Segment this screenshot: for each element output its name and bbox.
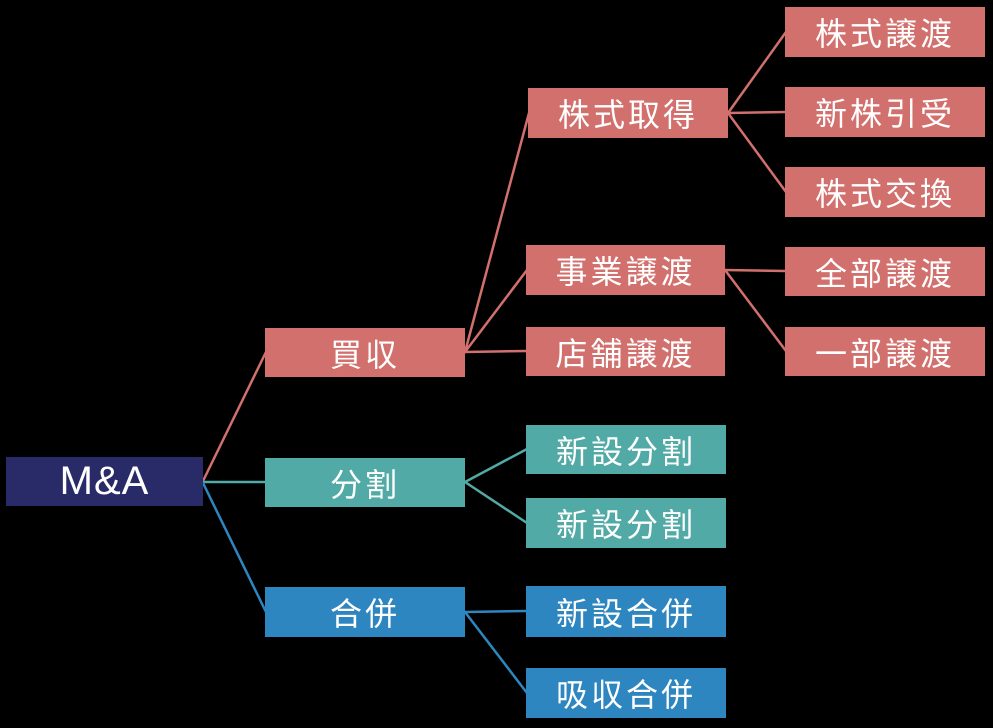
node-stock-swap: 株式交換 xyxy=(785,167,985,217)
edge-stock-acquisition-stock-transfer xyxy=(726,30,788,115)
edge-acquisition-store-transfer xyxy=(463,349,529,354)
node-incorporation-split-1-label: 新設分割 xyxy=(555,433,696,470)
node-new-share-allotment: 新株引受 xyxy=(785,87,985,137)
node-stock-swap-label: 株式交換 xyxy=(814,176,955,212)
node-split-label: 分割 xyxy=(329,466,400,503)
node-full-transfer-label: 全部譲渡 xyxy=(814,255,955,292)
node-partial-transfer-label: 一部譲渡 xyxy=(814,335,955,372)
node-incorporation-merger: 新設合併 xyxy=(526,586,726,637)
node-incorporation-merger-label: 新設合併 xyxy=(555,595,696,632)
node-split: 分割 xyxy=(265,458,465,507)
node-business-transfer-label: 事業譲渡 xyxy=(555,254,696,290)
node-absorption-merger-label: 吸収合併 xyxy=(555,677,696,713)
node-incorporation-split-2-label: 新設分割 xyxy=(555,507,696,543)
node-ma-label: M&A xyxy=(59,459,150,503)
node-stock-transfer-label: 株式譲渡 xyxy=(814,16,955,52)
node-absorption-merger: 吸収合併 xyxy=(526,668,726,718)
edge-acquisition-stock-acquisition xyxy=(463,111,531,354)
node-acquisition: 買収 xyxy=(265,328,465,377)
edge-stock-acquisition-new-share-allotment xyxy=(726,110,788,115)
node-new-share-allotment-label: 新株引受 xyxy=(814,96,955,132)
node-stock-acquisition: 株式取得 xyxy=(528,88,728,138)
node-stock-acquisition-label: 株式取得 xyxy=(557,97,698,133)
node-acquisition-label: 買収 xyxy=(329,336,400,373)
node-full-transfer: 全部譲渡 xyxy=(785,247,985,296)
edge-stock-acquisition-stock-swap xyxy=(726,111,788,194)
node-store-transfer-label: 店舗譲渡 xyxy=(555,335,696,372)
edge-split-incorporation-split-1 xyxy=(463,447,529,484)
node-incorporation-split-1: 新設分割 xyxy=(526,425,726,474)
node-stock-transfer: 株式譲渡 xyxy=(785,7,985,57)
edge-business-transfer-partial-transfer xyxy=(723,268,788,353)
edge-merger-incorporation-merger xyxy=(463,609,529,614)
edge-business-transfer-full-transfer xyxy=(723,268,788,273)
edge-merger-absorption-merger xyxy=(463,610,529,695)
node-business-transfer: 事業譲渡 xyxy=(526,245,725,295)
edge-acquisition-business-transfer xyxy=(463,268,529,354)
edge-ma-acquisition xyxy=(201,350,268,483)
edge-split-incorporation-split-2 xyxy=(463,480,529,525)
edge-ma-merger xyxy=(201,481,268,614)
node-partial-transfer: 一部譲渡 xyxy=(785,327,985,376)
node-incorporation-split-2: 新設分割 xyxy=(526,498,726,548)
node-ma-root: M&A xyxy=(6,457,203,506)
node-merger-label: 合併 xyxy=(329,596,400,632)
node-merger: 合併 xyxy=(265,587,465,637)
node-store-transfer: 店舗譲渡 xyxy=(526,327,725,376)
